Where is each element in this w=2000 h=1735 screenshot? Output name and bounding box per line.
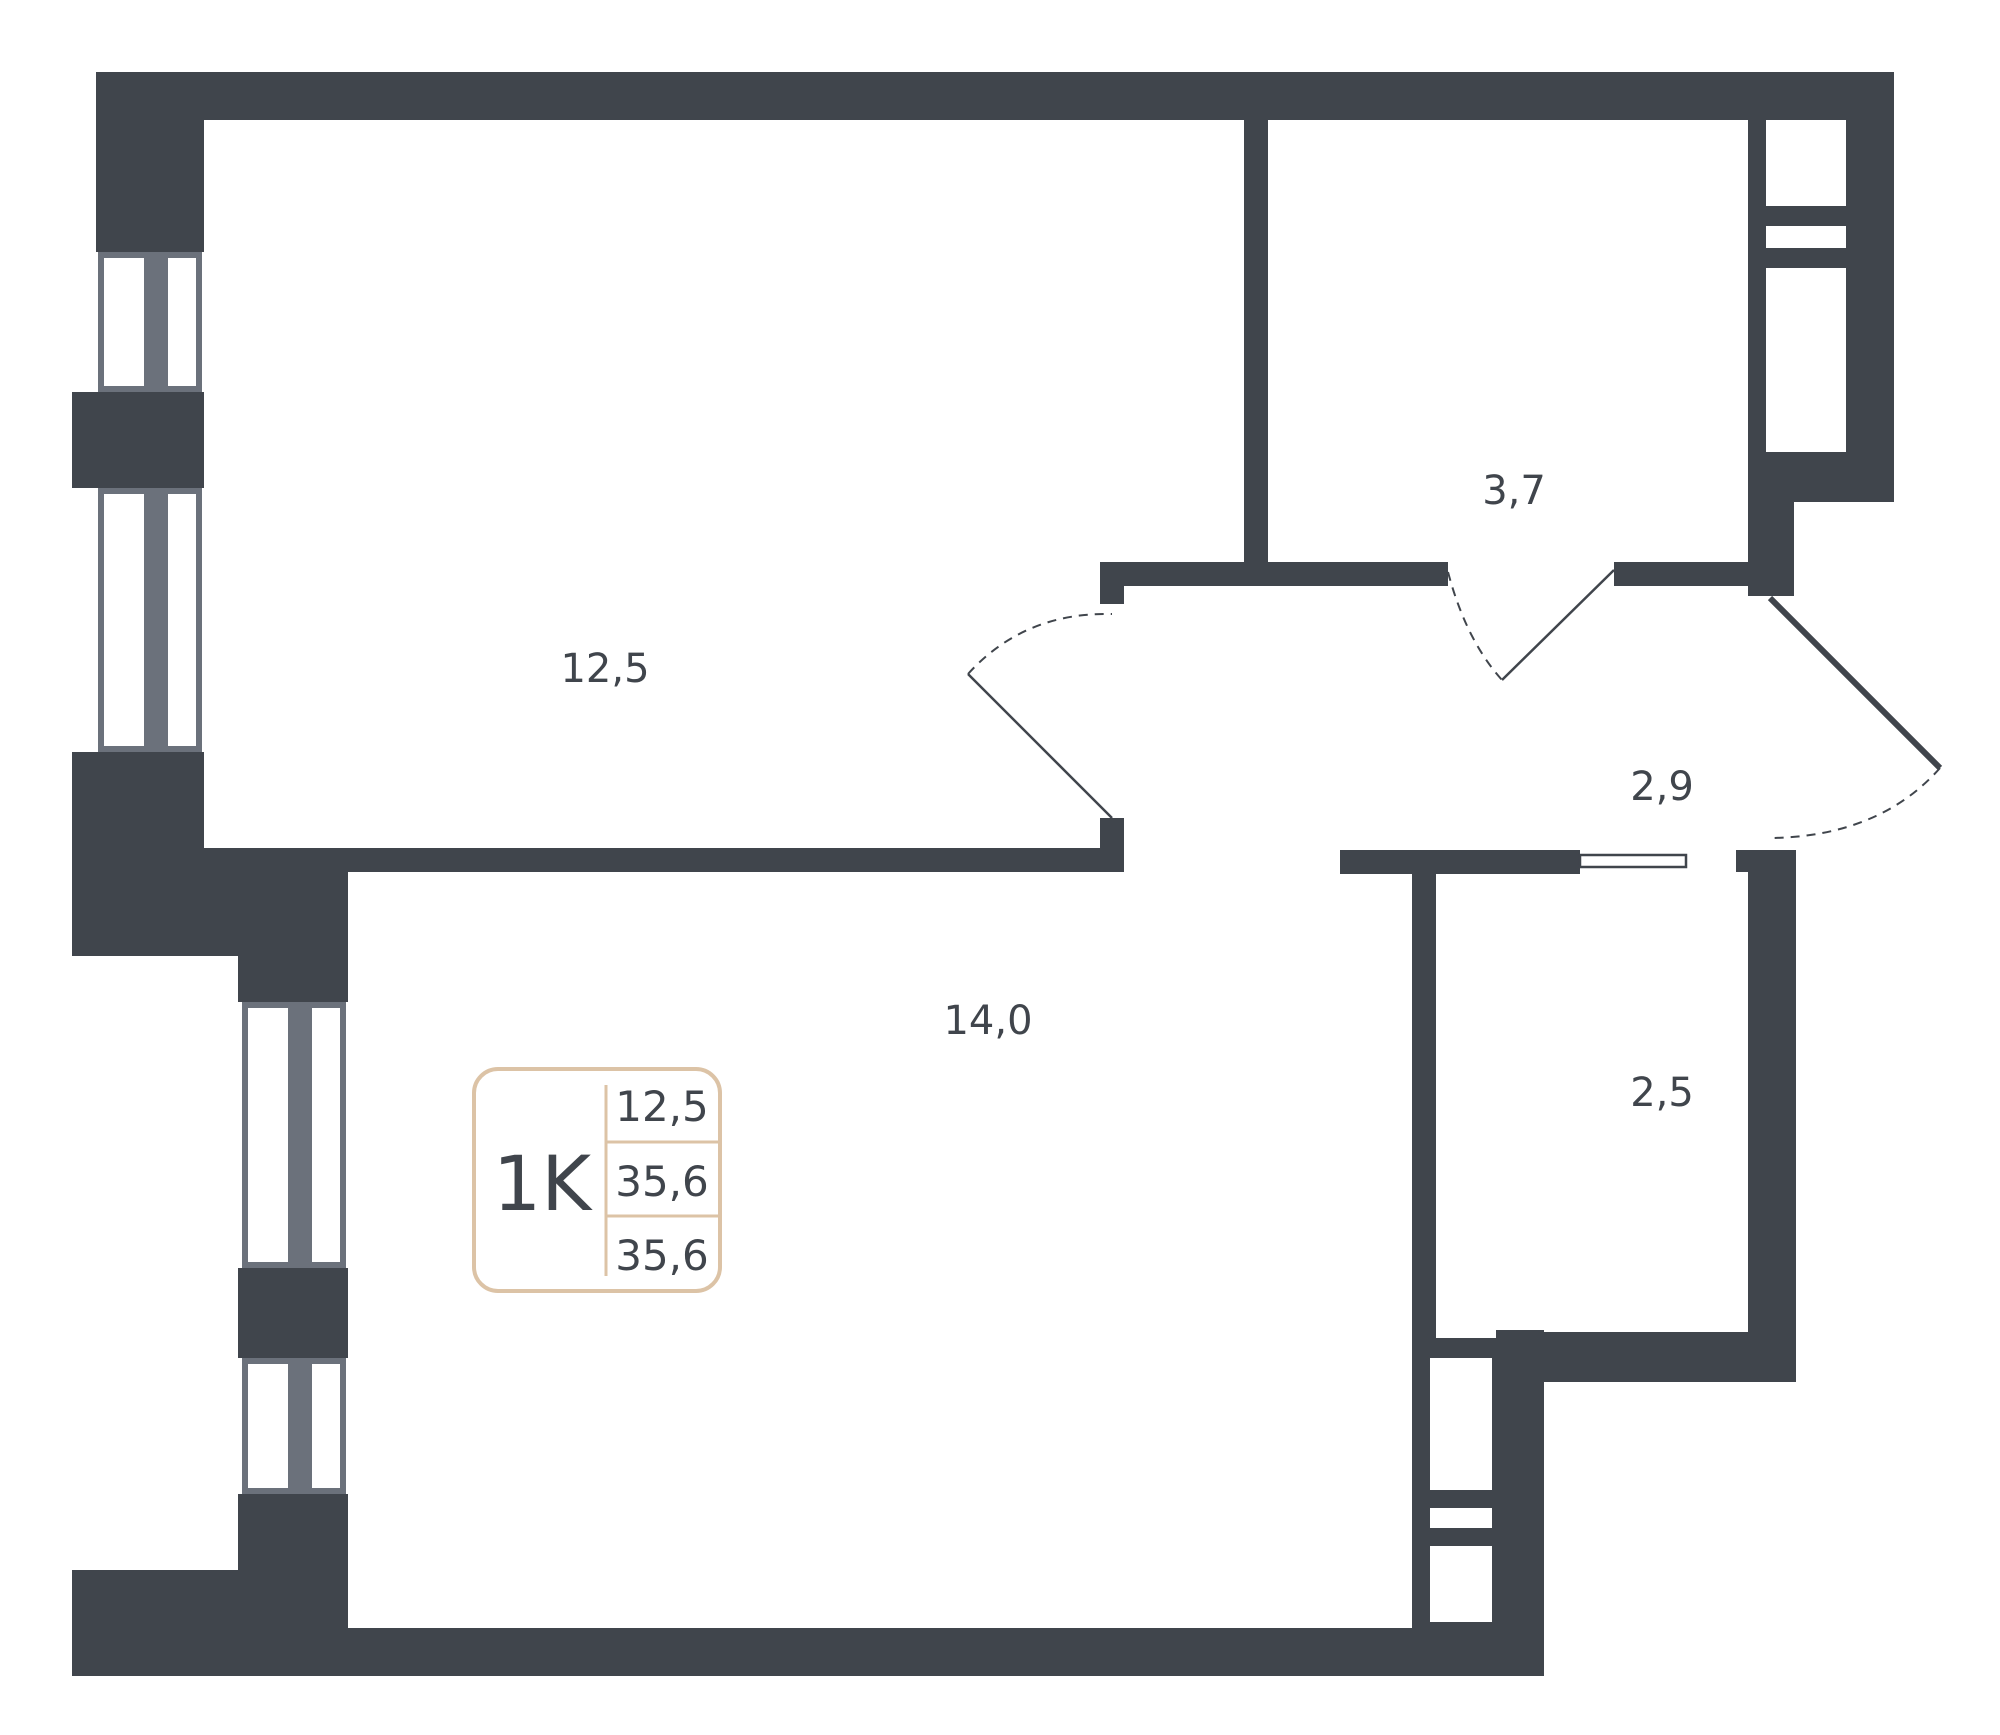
wall-bottom — [72, 1628, 1544, 1676]
badge-frame — [472, 1067, 722, 1293]
wall-left-top — [96, 72, 204, 252]
room-area-hall: 2,9 — [1630, 764, 1694, 810]
wall-bath-right — [1748, 852, 1796, 1382]
window-bedroom-upper — [98, 252, 202, 392]
wall-storage-front-right — [1614, 562, 1774, 586]
wall-storage-front-left — [1100, 562, 1448, 586]
window-living-upper — [242, 1002, 346, 1268]
room-area-bathroom: 2,5 — [1630, 1070, 1694, 1116]
wall-left-mid-pier — [238, 1268, 348, 1358]
wall-bedroom-storage — [1244, 110, 1268, 564]
wall-bath-bottom — [1496, 1332, 1796, 1382]
door-storage — [1447, 569, 1615, 681]
wall-bedroom-door-jamb-top — [1100, 562, 1124, 604]
apartment-badge: 1K 12,5 35,6 35,6 — [472, 1067, 722, 1293]
wall-left-step-jamb — [238, 848, 348, 1002]
doors — [967, 569, 1943, 869]
window-living-lower — [242, 1358, 346, 1494]
window-bedroom-lower — [98, 488, 202, 752]
wall-right-lower — [1496, 1330, 1544, 1676]
windows — [98, 252, 346, 1494]
badge-total-area-with-balcony: 35,6 — [615, 1231, 709, 1280]
badge-living-area: 12,5 — [615, 1082, 709, 1131]
door-entrance — [1767, 595, 1943, 839]
exterior-walls — [72, 72, 1894, 1676]
wall-left-pier — [72, 392, 204, 488]
room-area-living-kitchen: 14,0 — [943, 998, 1032, 1044]
vent-shaft-upper — [1748, 110, 1846, 458]
vent-shafts — [1412, 110, 1846, 1628]
badge-total-area: 35,6 — [615, 1157, 709, 1206]
room-area-storage: 3,7 — [1482, 468, 1546, 514]
wall-right-upper — [1846, 72, 1894, 502]
wall-bath-front — [1340, 850, 1580, 874]
door-bathroom-sliding — [1578, 853, 1688, 869]
wall-bedroom-living — [204, 848, 1124, 872]
room-area-bedroom: 12,5 — [560, 646, 649, 692]
room-labels: 12,5 3,7 2,9 14,0 2,5 — [560, 468, 1693, 1116]
badge-apartment-type: 1K — [493, 1139, 593, 1228]
wall-bath-jamb — [1736, 850, 1796, 872]
door-bedroom — [967, 612, 1113, 819]
vent-shaft-lower — [1412, 1338, 1496, 1628]
wall-top — [96, 72, 1894, 120]
